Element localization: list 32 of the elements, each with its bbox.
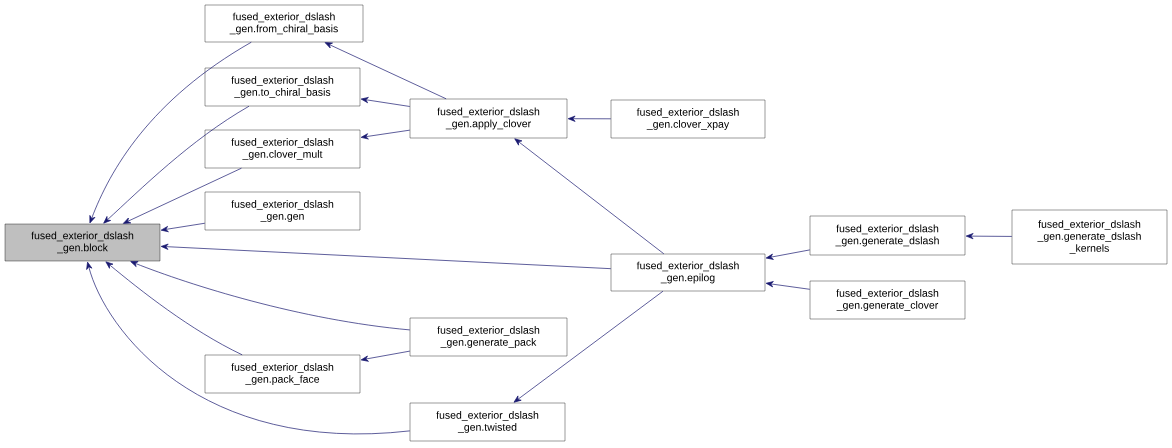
arrow [765,281,811,290]
function-box: fused_exterior_dslash _gen.generate_pack [409,317,568,357]
function-box: fused_exterior_dslash _gen.generate_dslash _kernels [1011,209,1168,265]
arrow [514,138,665,255]
arrow [360,97,411,107]
function-box: fused_exterior_dslash _gen.gen [204,191,361,231]
arrow [324,42,447,100]
arrow [86,261,411,435]
arrow [160,222,206,233]
arrow [765,249,811,260]
arrow [103,105,250,224]
arrow [513,290,664,403]
arrow [105,261,243,356]
function-box: fused_exterior_dslash _gen.apply_clover [409,98,568,139]
function-box: fused_exterior_dslash _gen.block [4,223,161,262]
arrow [123,167,242,224]
arrow [130,261,411,331]
arrow [360,350,411,362]
function-box: fused_exterior_dslash _gen.clover_xpay [610,99,766,139]
function-box: fused_exterior_dslash _gen.to_chiral_basis [204,67,361,107]
function-box: fused_exterior_dslash _gen.epilog [610,253,766,292]
arrow [567,115,612,122]
function-box: fused_exterior_dslash _gen.twisted [409,402,566,442]
function-box: fused_exterior_dslash _gen.clover_mult [204,129,361,169]
arrow [160,243,612,270]
function-box: fused_exterior_dslash _gen.from_chiral_basis [204,4,364,43]
function-box: fused_exterior_dslash _gen.pack_face [204,354,361,394]
arrow [89,41,252,224]
arrow [360,129,411,140]
arrow [965,233,1013,240]
function-box: fused_exterior_dslash _gen.generate_dslash [809,215,966,256]
function-box: fused_exterior_dslash _gen.generate_clover [809,280,966,320]
